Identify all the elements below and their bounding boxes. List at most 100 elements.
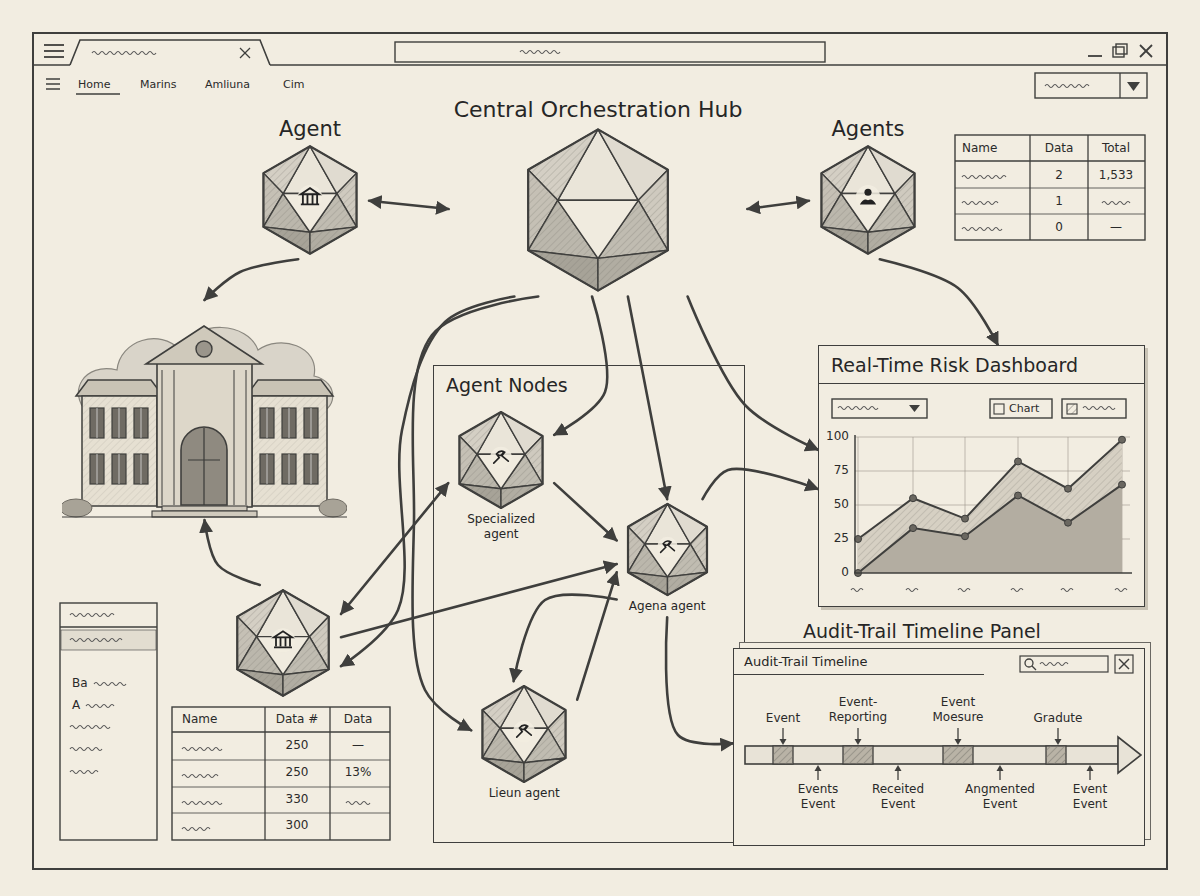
upper-area	[858, 440, 1122, 573]
diagram-label: 1	[1055, 194, 1063, 209]
window	[90, 408, 104, 438]
window	[282, 454, 296, 484]
icon-ground	[856, 185, 880, 209]
window-bar	[97, 454, 98, 484]
building-illustration	[62, 300, 347, 520]
flow-arrow	[341, 564, 617, 637]
icon-ground	[271, 628, 295, 652]
pointer-head	[955, 739, 962, 745]
timeline-arrowhead	[1118, 737, 1141, 773]
checkbox	[994, 404, 1004, 414]
diagram-label: 330	[286, 792, 309, 807]
window-bar	[141, 454, 142, 484]
icosahedron-shape	[812, 144, 924, 256]
table-rule	[955, 188, 1145, 189]
tab-bar-line	[33, 64, 70, 66]
active-tab-underline	[76, 93, 120, 95]
tool-icon	[660, 541, 674, 552]
event-marker	[843, 746, 873, 764]
node-heading: Lieun agent	[487, 786, 562, 801]
menu-icon	[46, 78, 60, 80]
flow-arrow	[205, 259, 299, 300]
scribble	[70, 639, 122, 642]
agent-icon	[298, 185, 322, 209]
icosahedron-shape	[620, 502, 715, 597]
close-button	[1115, 655, 1133, 673]
window	[282, 408, 296, 438]
scribble	[1011, 589, 1023, 592]
scribble	[520, 51, 560, 54]
pilaster	[174, 370, 175, 505]
window	[90, 454, 104, 484]
grid-line	[855, 437, 1130, 438]
diagram-label: —	[1110, 220, 1122, 235]
scribble	[958, 589, 970, 592]
chart-area	[819, 346, 1146, 608]
pointer-head	[855, 739, 862, 745]
menu-icon	[46, 83, 60, 85]
icon-ground	[298, 185, 322, 209]
diagram-label: Total	[1102, 141, 1130, 156]
menu-icon	[44, 44, 64, 46]
icosahedron-outline	[237, 590, 328, 696]
maximize-icon	[1116, 44, 1127, 54]
data-point	[1119, 436, 1126, 443]
bush	[62, 499, 92, 517]
icosahedron-shape	[228, 588, 338, 698]
step	[162, 506, 247, 511]
agent-nodes-panel: Agent NodesSpecialized agentAgena agentL…	[433, 365, 745, 843]
pointer-head	[895, 765, 902, 771]
icosahedron-outline	[483, 686, 566, 782]
agent-node	[225, 585, 341, 701]
stone-texture	[82, 396, 157, 506]
window	[260, 454, 274, 484]
pilaster	[234, 370, 235, 505]
diagram-label: Data #	[276, 712, 319, 727]
event-pointer	[857, 728, 858, 740]
close-icon	[1119, 659, 1129, 669]
diagram-label: A	[72, 698, 80, 713]
timeline-group	[745, 655, 1141, 780]
scribble	[962, 228, 1002, 231]
data-point	[1015, 492, 1022, 499]
icosahedron-outline	[821, 146, 914, 254]
bank-icon	[274, 631, 292, 647]
scribble	[1115, 589, 1127, 592]
diagram-label: 13%	[345, 765, 372, 780]
data-point	[910, 495, 917, 502]
institution-building	[62, 300, 347, 520]
diagram-label: 0	[1055, 220, 1063, 235]
agent-icon	[856, 185, 880, 209]
window	[304, 454, 318, 484]
chart-group	[832, 399, 1132, 592]
timeline-bar	[745, 746, 1118, 764]
scribble	[962, 202, 998, 205]
pointer-head	[1055, 739, 1062, 745]
search-box	[1020, 656, 1108, 672]
window-bar	[141, 408, 142, 438]
diagram-label: Name	[962, 141, 997, 156]
window-bar	[267, 454, 268, 484]
node-heading: Agena agent	[627, 599, 708, 614]
data-point	[1065, 519, 1072, 526]
maximize-icon	[1113, 47, 1124, 57]
diagram-label: 2	[1055, 168, 1063, 183]
event-hatch	[943, 746, 973, 764]
window-bar	[289, 408, 290, 438]
menu-icon	[44, 50, 64, 52]
lower-area	[858, 485, 1122, 573]
agent-node: Specialized agent	[448, 407, 554, 545]
icon-ground	[513, 721, 535, 743]
node-heading: Agents	[829, 116, 906, 142]
step	[152, 511, 257, 517]
pediment	[146, 326, 262, 364]
diagram-label: Name	[182, 712, 217, 727]
timeline-drawing	[734, 649, 1146, 845]
diagram-label: Data	[1045, 141, 1074, 156]
window	[112, 454, 126, 484]
icon-ground	[490, 447, 512, 469]
risk-dashboard: Real-Time Risk Dashboard	[818, 345, 1145, 607]
scribble	[182, 748, 222, 751]
scribble	[182, 775, 218, 778]
